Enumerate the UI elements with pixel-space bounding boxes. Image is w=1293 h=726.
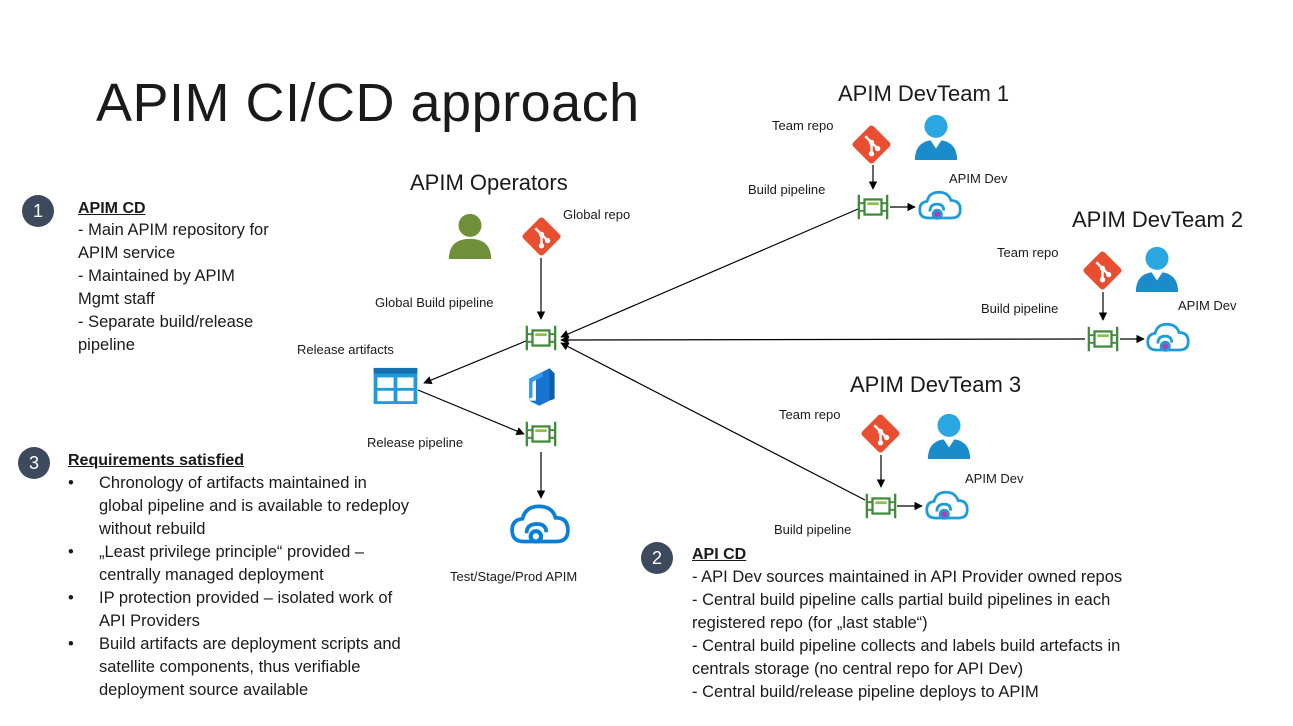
section2-line: - Central build pipeline calls partial b… bbox=[692, 591, 1111, 609]
target-apim-label: Test/Stage/Prod APIM bbox=[450, 569, 578, 584]
requirement-item: IP protection provided – isolated work o… bbox=[68, 587, 413, 633]
team2-repo-label: Team repo bbox=[997, 245, 1059, 260]
global-pipeline-icon bbox=[525, 324, 557, 352]
section1-line: Mgmt staff bbox=[78, 290, 155, 308]
team1-build-pipeline-label: Build pipeline bbox=[748, 182, 826, 197]
release-pipeline-label: Release pipeline bbox=[367, 435, 464, 450]
team2-repo-git-icon bbox=[1082, 250, 1123, 291]
team2-user-icon bbox=[1135, 246, 1179, 292]
team1-apim-dev-label: APIM Dev bbox=[949, 171, 1008, 186]
section1-body: - Main APIM repository for APIM service … bbox=[78, 219, 318, 357]
section2-line: registered repo (for „last stable“) bbox=[692, 614, 928, 632]
operator-user-icon bbox=[448, 213, 492, 259]
team2-pipeline-icon bbox=[1087, 325, 1119, 353]
arrow-team2-to-global bbox=[560, 335, 1086, 345]
section2-line: - API Dev sources maintained in API Prov… bbox=[692, 568, 1123, 586]
requirement-item: Build artifacts are deployment scripts a… bbox=[68, 633, 413, 702]
section1-heading: APIM CD bbox=[78, 200, 146, 217]
team1-repo-git-icon bbox=[851, 124, 892, 165]
section2-number-badge: 2 bbox=[641, 542, 673, 574]
page-title: APIM CI/CD approach bbox=[96, 73, 640, 133]
arrow-artifacts-to-release bbox=[417, 389, 525, 435]
arrow-global-to-artifacts bbox=[423, 340, 527, 385]
team3-user-icon bbox=[927, 413, 971, 459]
arrow-team1-to-global bbox=[560, 208, 859, 338]
team3-build-pipeline-label: Build pipeline bbox=[774, 522, 852, 537]
team2-apim-dev-label: APIM Dev bbox=[1178, 298, 1237, 313]
team2-title: APIM DevTeam 2 bbox=[1072, 207, 1244, 232]
release-artifacts-icon bbox=[373, 367, 418, 405]
section1-line: - Separate build/release bbox=[78, 313, 254, 331]
team3-apim-dev-cloud-icon bbox=[925, 490, 969, 522]
release-artifacts-label: Release artifacts bbox=[297, 342, 394, 357]
team3-pipeline-icon bbox=[865, 492, 897, 520]
team1-repo-label: Team repo bbox=[772, 118, 834, 133]
global-build-pipeline-label: Global Build pipeline bbox=[375, 295, 494, 310]
team2-build-pipeline-label: Build pipeline bbox=[981, 301, 1059, 316]
operators-title: APIM Operators bbox=[410, 170, 568, 195]
target-apim-cloud-icon bbox=[510, 504, 570, 546]
requirement-item: „Least privilege principle“ provided – c… bbox=[68, 541, 413, 587]
section1-line: pipeline bbox=[78, 336, 135, 354]
team3-apim-dev-label: APIM Dev bbox=[965, 471, 1024, 486]
team1-user-icon bbox=[914, 114, 958, 160]
section3-heading: Requirements satisfied bbox=[68, 452, 245, 469]
arrow-team3-to-global bbox=[560, 342, 866, 501]
team3-title: APIM DevTeam 3 bbox=[850, 372, 1022, 397]
section2-body: - API Dev sources maintained in API Prov… bbox=[692, 566, 1212, 704]
section2-line: - Central build pipeline collects and la… bbox=[692, 637, 1121, 655]
team2-apim-dev-cloud-icon bbox=[1146, 322, 1190, 354]
section1-line: APIM service bbox=[78, 244, 176, 262]
section1-number-badge: 1 bbox=[22, 195, 54, 227]
global-repo-git-icon bbox=[521, 216, 562, 257]
section1-line: - Maintained by APIM bbox=[78, 267, 235, 285]
azure-devops-icon bbox=[529, 368, 555, 406]
section2-line: centrals storage (no central repo for AP… bbox=[692, 660, 1024, 678]
requirement-item: Chronology of artifacts maintained in gl… bbox=[68, 472, 413, 541]
section1-line: - Main APIM repository for bbox=[78, 221, 269, 239]
release-pipeline-icon bbox=[525, 420, 557, 448]
team1-apim-dev-cloud-icon bbox=[918, 190, 962, 222]
section2-heading: API CD bbox=[692, 546, 747, 563]
team1-pipeline-icon bbox=[857, 193, 889, 221]
global-repo-label: Global repo bbox=[563, 207, 631, 222]
section3-requirements-list: Chronology of artifacts maintained in gl… bbox=[68, 472, 413, 702]
connectors bbox=[417, 165, 1145, 511]
team3-repo-label: Team repo bbox=[779, 407, 841, 422]
team1-title: APIM DevTeam 1 bbox=[838, 81, 1010, 106]
section3-number-badge: 3 bbox=[18, 447, 50, 479]
team3-repo-git-icon bbox=[860, 413, 901, 454]
section2-line: - Central build/release pipeline deploys… bbox=[692, 683, 1039, 701]
